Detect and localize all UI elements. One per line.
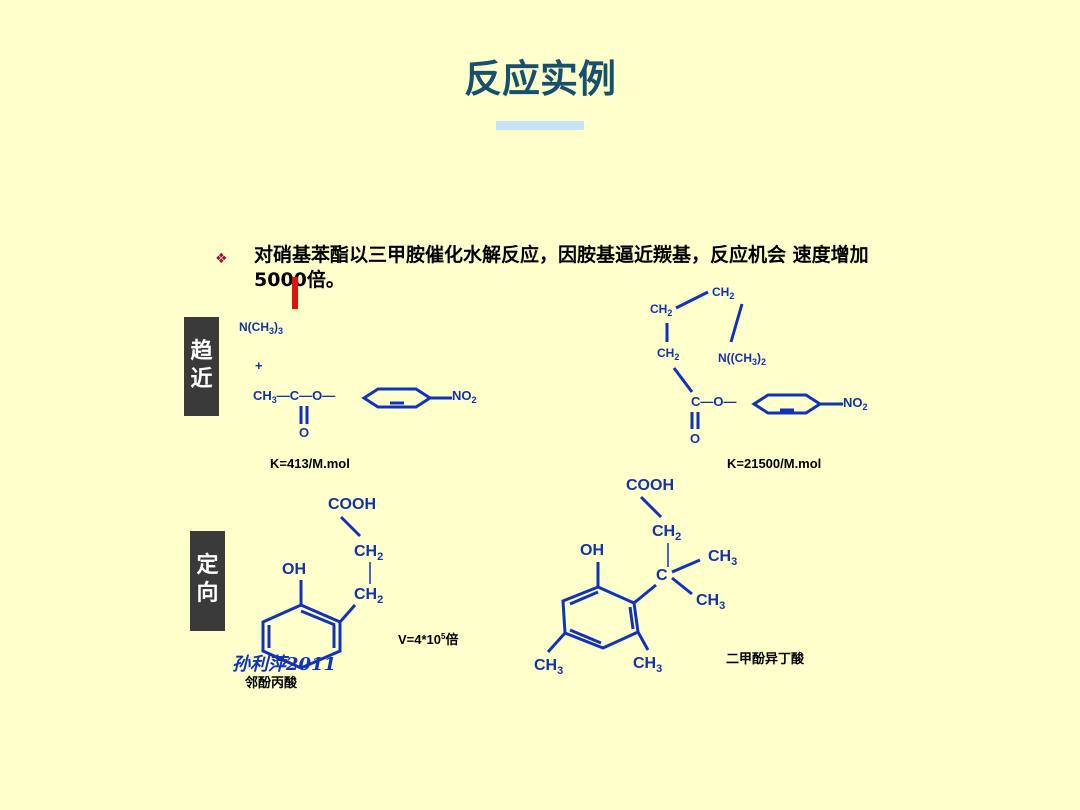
r2-oxygen: O [690, 431, 700, 446]
c2-ring-inner-a [569, 590, 599, 606]
c2-bond-cooh [639, 495, 663, 519]
c2-ch3-c: CH3 [534, 657, 563, 677]
c2-ring-inner-b [628, 606, 635, 630]
c2-ring-inner-c [569, 628, 602, 645]
watermark: 孙利萍2011 [232, 654, 337, 675]
title-underline [496, 121, 584, 130]
c1-ring-inner-c [300, 609, 336, 627]
r1-ester: CH3—C—O— [253, 388, 335, 405]
c2-oh: OH [580, 542, 604, 559]
c2-c: C [656, 567, 668, 584]
c2-ch3-d: CH3 [633, 655, 662, 675]
c2-bond-ch3-d [636, 631, 650, 651]
c2-name: 二甲酚异丁酸 [726, 651, 805, 666]
c1-oh: OH [282, 561, 306, 578]
c2-bond-ring-c [633, 583, 657, 605]
r2-ch2-top: CH2 [712, 285, 734, 301]
c2-bond-ch3-b [671, 576, 693, 596]
c1-bond-ring-ch2 [338, 604, 357, 623]
c2-bond-ch3-a [671, 558, 701, 574]
c1-name: 邻酚丙酸 [244, 675, 298, 690]
r2-bond-right [729, 303, 744, 343]
side-tab-approach: 趋近 [184, 317, 219, 416]
bullet-text: 对硝基苯酯以三甲胺催化水解反应，因胺基逼近羰基，反应机会 速度增加5000倍。 [254, 244, 869, 291]
r2-ester: C—O— [691, 394, 737, 409]
c2-ch3-a: CH3 [708, 548, 737, 568]
r1-oxygen: O [299, 425, 309, 440]
bullet-icon: ❖ [215, 250, 228, 266]
r2-rate: K=21500/M.mol [727, 456, 821, 471]
r2-ch2-mid: CH2 [657, 346, 679, 362]
c1-bond-cooh [339, 515, 362, 538]
side-tab-orientation-label: 定向 [196, 552, 219, 606]
side-tab-approach-label: 趋近 [190, 338, 213, 392]
page-title: 反应实例 [463, 57, 616, 101]
r2-bond-top [675, 290, 709, 310]
c2-bond-ch3-c [546, 631, 567, 654]
c2-cooh: COOH [626, 477, 674, 494]
c1-ch2-a: CH2 [354, 543, 383, 563]
r1-rate: K=413/M.mol [270, 456, 350, 471]
r1-amine: N(CH3)3 [239, 320, 283, 336]
c2-ch3-b: CH3 [696, 592, 725, 612]
c1-ch2-b: CH2 [354, 586, 383, 606]
c2-ch2: CH2 [652, 523, 681, 543]
c1-rate: V=4*105倍 [398, 632, 458, 647]
r2-ch2-left: CH2 [650, 302, 672, 318]
c2-benzene-ring [561, 585, 640, 650]
c1-cooh: COOH [328, 496, 376, 513]
side-tab-orientation: 定向 [190, 531, 225, 631]
r2-amine: N((CH3)2 [718, 351, 766, 367]
text-cursor [292, 277, 298, 309]
r2-bond-mid [672, 367, 694, 393]
r2-nitro: NO2 [843, 395, 868, 412]
r1-plus: + [255, 358, 263, 373]
c1-benzene-ring [261, 603, 342, 670]
r1-nitro: NO2 [452, 388, 477, 405]
